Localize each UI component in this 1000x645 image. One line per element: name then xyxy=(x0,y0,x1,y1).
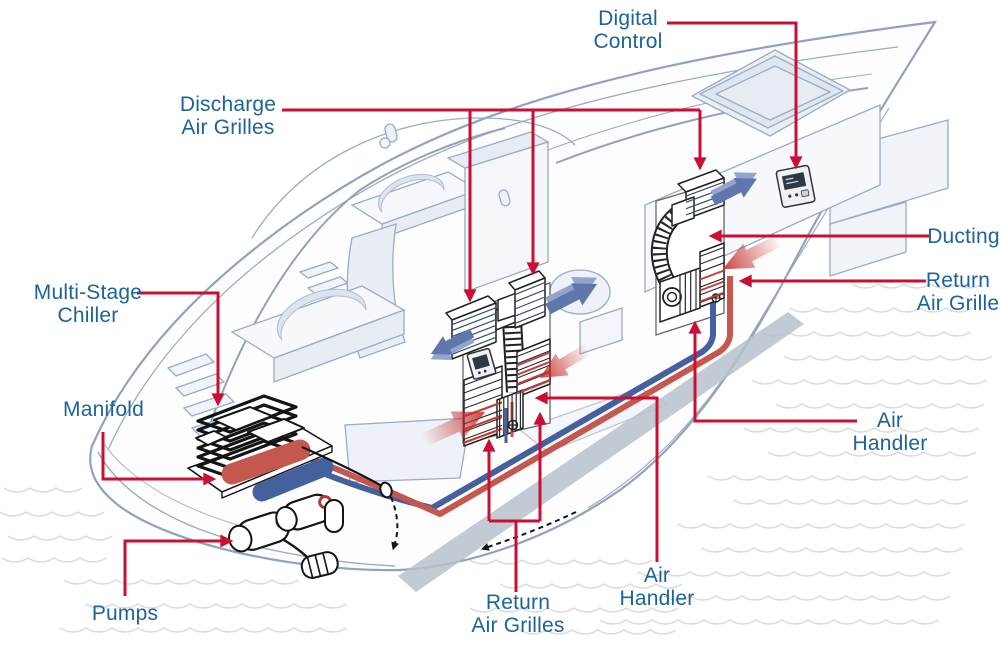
label-digital-control: Digital Control xyxy=(593,7,663,53)
leader-digital-control xyxy=(667,21,803,170)
label-ducting: Ducting xyxy=(927,225,1000,248)
leader-lines xyxy=(101,21,929,596)
leader-air-handler-mid xyxy=(534,391,659,562)
water-waves xyxy=(0,283,993,635)
leader-air-handler-aft xyxy=(688,320,857,423)
label-air-handler-aft: Air Handler xyxy=(852,409,928,455)
pumps-illustration xyxy=(228,481,393,579)
label-return-air-grilles: Return Air Grilles xyxy=(471,591,565,637)
leader-manifold xyxy=(101,432,217,486)
label-pumps: Pumps xyxy=(91,602,159,625)
grille-louvers xyxy=(451,181,725,444)
accumulator-tank xyxy=(324,499,344,533)
seawater-strainer xyxy=(300,551,339,579)
label-air-handler-mid: Air Handler xyxy=(619,564,695,610)
label-return-air-grille: Return Air Grille xyxy=(916,269,1000,315)
chilled-water-pipes xyxy=(300,273,733,517)
label-discharge-air-grilles: Discharge Air Grilles xyxy=(179,93,277,139)
manifold-illustration xyxy=(221,439,334,502)
thru-hull-fitting xyxy=(379,481,393,499)
label-manifold: Manifold xyxy=(63,398,144,421)
mid-digital-control xyxy=(466,347,497,380)
hoses xyxy=(283,445,577,559)
pipe-red xyxy=(300,276,733,517)
leader-pumps xyxy=(123,534,234,596)
aft-air-handler xyxy=(650,169,725,323)
label-multi-stage-chiller: Multi-Stage Chiller xyxy=(33,281,143,327)
digital-control-panel xyxy=(775,164,816,208)
leader-multi-stage-chiller xyxy=(137,291,225,407)
